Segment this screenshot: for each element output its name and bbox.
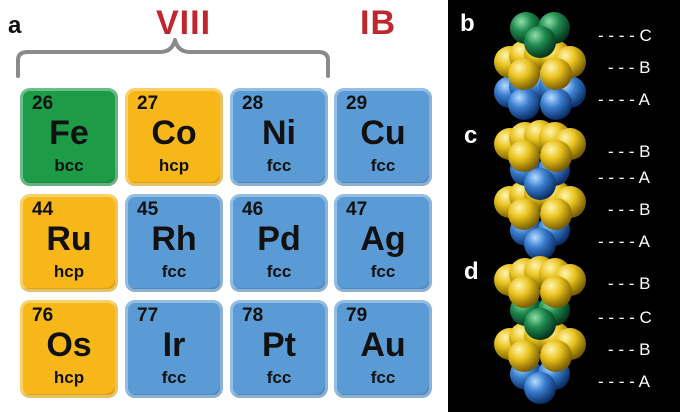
sphere-a-b3-5: [508, 88, 540, 120]
atomic-number: 44: [32, 199, 54, 220]
element-symbol: Ru: [46, 220, 92, 258]
element-symbol: Ir: [162, 326, 186, 364]
group-label-viii: VIII: [156, 4, 212, 42]
element-symbol: Os: [46, 326, 92, 364]
element-tile-au: 79 Au fcc: [334, 300, 432, 398]
element-symbol: Ag: [360, 220, 406, 258]
sphere-b-c3-6: [540, 198, 572, 230]
sphere-b-c1-6: [540, 140, 572, 172]
atomic-number: 46: [242, 199, 264, 220]
atomic-number: 77: [137, 305, 159, 326]
panel-label-b: b: [460, 10, 475, 37]
layer-label-d-2: - - - - C: [598, 308, 652, 327]
atomic-number: 78: [242, 305, 264, 326]
sphere-a-c4-2: [524, 228, 556, 260]
element-symbol: Pt: [262, 326, 296, 364]
layer-label-d-4: - - - - A: [598, 372, 650, 391]
lattice-type: fcc: [370, 368, 396, 387]
sphere-a-d4-2: [524, 372, 556, 404]
panel-label-c: c: [464, 122, 478, 149]
layer-label-d-3: - - - B: [608, 340, 651, 359]
element-tile-fe: 26 Fe bcc: [20, 88, 118, 186]
element-tile-ag: 47 Ag fcc: [334, 194, 432, 292]
lattice-type: fcc: [370, 262, 396, 281]
layer-label-c-2: - - - - A: [598, 168, 650, 187]
layer-label-c-3: - - - B: [608, 200, 651, 219]
lattice-type: fcc: [161, 368, 187, 387]
group-viii-bracket: [16, 38, 330, 78]
sphere-stacks: [494, 12, 586, 404]
atomic-number: 76: [32, 305, 54, 326]
lattice-type: hcp: [158, 156, 190, 175]
lattice-type: fcc: [266, 156, 292, 175]
lattice-type: bcc: [54, 156, 84, 175]
stacking-panel: b c d - - - - C - - - B - - - - A - - - …: [448, 0, 680, 412]
sphere-c-b1-2: [524, 26, 556, 58]
lattice-type: fcc: [370, 156, 396, 175]
layer-label-d-1: - - - B: [608, 274, 651, 293]
panel-label-a: a: [8, 12, 22, 39]
lattice-type: hcp: [53, 262, 85, 281]
sphere-b-d1-6: [540, 276, 572, 308]
lattice-type: fcc: [161, 262, 187, 281]
sphere-b-b2-6: [540, 58, 572, 90]
element-tile-ru: 44 Ru hcp: [20, 194, 118, 292]
sphere-a-b3-6: [540, 88, 572, 120]
sphere-b-b2-5: [508, 58, 540, 90]
sphere-b-d3-6: [540, 340, 572, 372]
sphere-b-c3-5: [508, 198, 540, 230]
element-tile-co: 27 Co hcp: [125, 88, 223, 186]
atomic-number: 26: [32, 93, 54, 114]
atomic-number: 47: [346, 199, 368, 220]
sphere-b-d1-5: [508, 276, 540, 308]
layer-label-c-1: - - - B: [608, 142, 651, 161]
layer-label-b-1: - - - - C: [598, 26, 652, 45]
atomic-number: 28: [242, 93, 264, 114]
element-tile-ir: 77 Ir fcc: [125, 300, 223, 398]
panel-label-d: d: [464, 258, 479, 285]
sphere-a-c2-2: [524, 168, 556, 200]
atomic-number: 79: [346, 305, 368, 326]
element-symbol: Fe: [49, 114, 89, 152]
group-label-ib: IB: [360, 4, 396, 42]
element-tile-rh: 45 Rh fcc: [125, 194, 223, 292]
element-tile-ni: 28 Ni fcc: [230, 88, 328, 186]
atomic-number: 45: [137, 199, 159, 220]
element-tile-pt: 78 Pt fcc: [230, 300, 328, 398]
element-tile-cu: 29 Cu fcc: [334, 88, 432, 186]
element-tile-pd: 46 Pd fcc: [230, 194, 328, 292]
lattice-type: hcp: [53, 368, 85, 387]
atomic-number: 27: [137, 93, 159, 114]
element-symbol: Ni: [262, 114, 296, 152]
lattice-type: fcc: [266, 262, 292, 281]
layer-label-c-4: - - - - A: [598, 232, 650, 251]
sphere-b-d3-5: [508, 340, 540, 372]
atomic-number: 29: [346, 93, 368, 114]
element-symbol: Cu: [360, 114, 406, 152]
layer-label-b-2: - - - B: [608, 58, 651, 77]
lattice-type: fcc: [266, 368, 292, 387]
element-symbol: Co: [151, 114, 197, 152]
sphere-b-c1-5: [508, 140, 540, 172]
element-symbol: Rh: [151, 220, 197, 258]
layer-label-b-3: - - - - A: [598, 90, 650, 109]
sphere-c-d2-2: [524, 308, 556, 340]
element-tile-os: 76 Os hcp: [20, 300, 118, 398]
element-symbol: Pd: [257, 220, 301, 258]
element-symbol: Au: [360, 326, 406, 364]
